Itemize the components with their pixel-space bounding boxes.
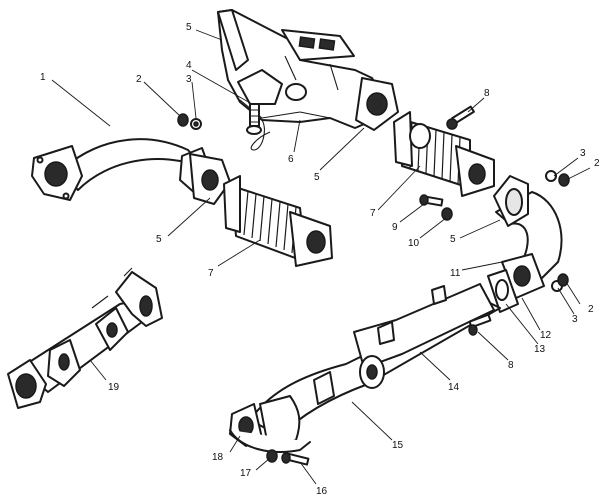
rear-exhaust-pipe (229, 283, 501, 453)
callout-14: 14 (448, 382, 460, 393)
flange-gasket (487, 253, 545, 313)
callout-6: 6 (288, 154, 294, 165)
callout-4: 4 (186, 60, 192, 71)
callout-11: 11 (450, 268, 461, 279)
callout-12: 12 (540, 330, 552, 341)
elbow-pipe (493, 175, 563, 281)
bolt-upper-right (446, 105, 475, 130)
flexible-bellows-right (393, 111, 495, 197)
bolt-16 (281, 452, 310, 466)
callout-10: 10 (408, 238, 420, 249)
callout-18: 18 (212, 452, 224, 463)
callout-15: 15 (392, 440, 404, 451)
leader-lines (51, 29, 591, 485)
bolt-8-lower (468, 313, 492, 336)
callout-13: 13 (534, 344, 546, 355)
callout-labels: 1 2 3 4 5 6 5 8 5 7 7 9 10 3 2 5 11 2 3 … (40, 22, 600, 497)
bolt-9 (419, 194, 444, 207)
callout-7-left: 7 (208, 268, 214, 279)
callout-2-upper: 2 (136, 74, 142, 85)
callout-3-upper: 3 (186, 74, 192, 85)
callout-5-manifold: 5 (186, 22, 192, 33)
callout-8-upper: 8 (484, 88, 490, 99)
callout-9: 9 (392, 222, 398, 233)
callout-5-pipe-flange: 5 (156, 234, 162, 245)
callout-2-lower: 2 (588, 304, 594, 315)
callout-1: 1 (40, 72, 46, 83)
callout-3-right: 3 (580, 148, 586, 159)
callout-5-elbow: 5 (450, 234, 456, 245)
callout-17: 17 (240, 468, 252, 479)
callout-5-manifold-right: 5 (314, 172, 320, 183)
callout-3-lower: 3 (572, 314, 578, 325)
callout-2-right: 2 (594, 158, 600, 169)
nut-and-washer-set-right (545, 170, 570, 292)
alternative-exhaust-pipe (7, 267, 163, 409)
callout-8-lower: 8 (508, 360, 514, 371)
exhaust-manifold (217, 9, 399, 131)
callout-7-right: 7 (370, 208, 376, 219)
callout-19: 19 (108, 382, 120, 393)
nut-and-washer-set-upper (177, 113, 202, 130)
exhaust-bracket-stud (246, 103, 271, 151)
flexible-bellows-left (223, 175, 333, 267)
callout-16: 16 (316, 486, 328, 497)
front-exhaust-pipe (31, 138, 231, 205)
nut-10 (441, 207, 453, 221)
washer-17 (266, 449, 278, 463)
